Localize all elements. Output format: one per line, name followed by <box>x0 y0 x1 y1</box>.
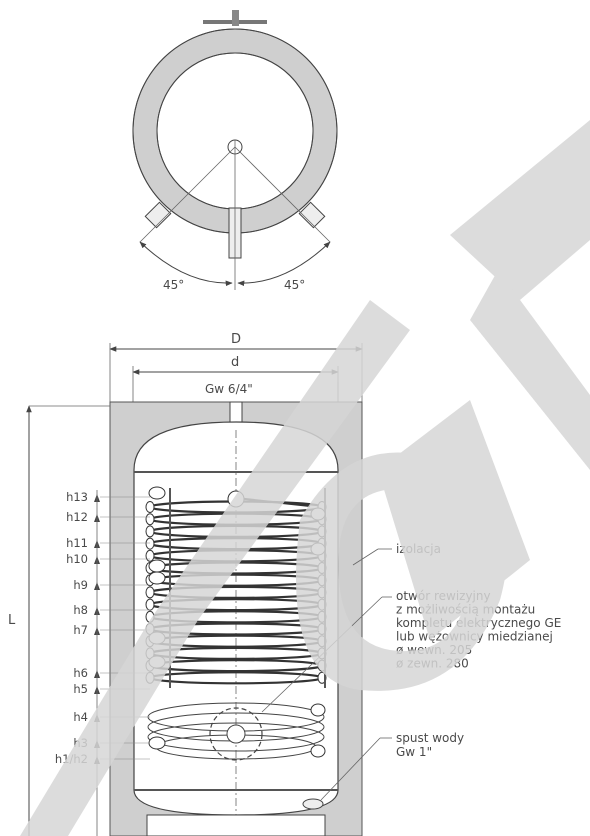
drain-line: Gw 1" <box>396 745 432 759</box>
drain-line: spust wody <box>396 731 464 745</box>
top-nozzle <box>232 10 239 26</box>
right-port <box>298 201 326 229</box>
height-label: h8 <box>73 603 88 617</box>
top-view: 45° 45° <box>132 10 338 292</box>
length-label: L <box>8 613 16 628</box>
height-label: h12 <box>66 510 88 524</box>
height-label: h6 <box>73 666 88 680</box>
inner-diameter-label: d <box>231 355 239 370</box>
left-port <box>144 201 172 229</box>
inspection-opening <box>209 707 263 761</box>
height-label: h5 <box>73 682 88 696</box>
height-label: h10 <box>66 552 88 566</box>
angle-right-label: 45° <box>284 278 305 292</box>
height-label: h13 <box>66 490 88 504</box>
drain-outlet <box>302 798 324 810</box>
height-label: h4 <box>73 710 88 724</box>
top-connection-label: Gw 6/4" <box>205 382 253 396</box>
outer-diameter-label: D <box>231 332 241 347</box>
angle-left-label: 45° <box>163 278 184 292</box>
inspection-center <box>226 724 246 744</box>
height-label: h11 <box>66 536 88 550</box>
watermark <box>20 120 590 836</box>
front-top-nozzle <box>229 401 243 425</box>
height-label: h7 <box>73 623 88 637</box>
height-label: h9 <box>73 578 88 592</box>
tank-base <box>146 814 326 836</box>
